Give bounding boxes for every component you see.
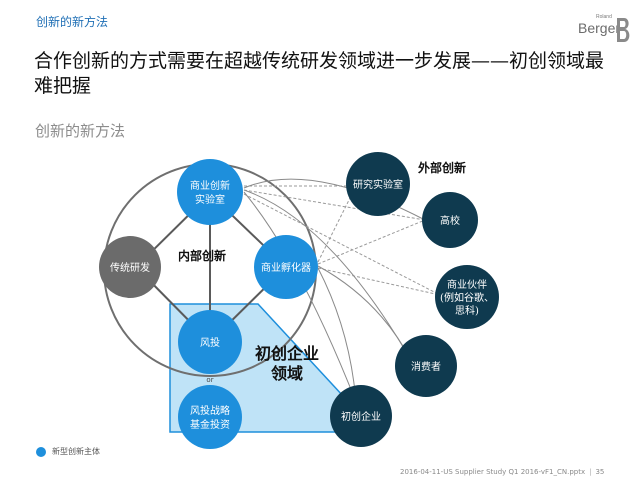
node-university-label: 高校	[440, 214, 460, 227]
node-biz-lab-label-1: 商业创新	[190, 179, 230, 192]
internal-innovation-label: 内部创新	[178, 248, 226, 263]
external-innovation-label: 外部创新	[418, 160, 466, 175]
node-consumers-label: 消费者	[411, 360, 441, 373]
node-incubator-label: 商业孵化器	[261, 261, 311, 274]
footer-separator: |	[589, 468, 592, 476]
node-cvc	[178, 385, 242, 449]
logo-top-text: Roland	[596, 14, 612, 20]
page-title: 合作创新的方式需要在超越传统研发领域进一步发展——初创领域最难把握	[34, 50, 605, 97]
node-research-lab	[346, 152, 410, 216]
footer-file: 2016-04-11-US Supplier Study Q1 2016-vF1…	[400, 468, 586, 476]
node-vc-label: 风投	[200, 336, 220, 349]
legend-dot-icon	[36, 446, 46, 457]
logo-word: Berger	[578, 20, 621, 36]
node-trad-rd	[99, 236, 161, 298]
startup-area-label-2: 领域	[271, 364, 303, 383]
node-partners-label-3: 思科)	[455, 304, 479, 317]
footer: 2016-04-11-US Supplier Study Q1 2016-vF1…	[400, 468, 604, 476]
legend: 新型创新主体	[36, 446, 100, 457]
node-biz-lab-label-2: 实验室	[195, 193, 225, 206]
node-startups-label: 初创企业	[341, 410, 381, 423]
node-cvc-label-1: 风投战略	[190, 404, 230, 417]
page-subtitle: 创新的新方法	[35, 122, 126, 140]
node-incubator	[254, 235, 318, 299]
node-partners	[435, 265, 499, 329]
legend-text: 新型创新主体	[52, 447, 100, 456]
logo-mark-icon	[617, 18, 630, 42]
node-consumers	[395, 335, 457, 397]
node-university	[422, 192, 478, 248]
node-research-lab-label: 研究实验室	[353, 178, 403, 191]
node-vc	[178, 310, 242, 374]
node-partners-label-2: (例如谷歌、	[440, 291, 494, 304]
startup-area-label-1: 初创企业	[255, 344, 319, 363]
node-biz-lab	[177, 159, 243, 225]
node-startups	[330, 385, 392, 447]
node-trad-rd-label: 传统研发	[110, 261, 150, 274]
node-cvc-label-2: 基金投资	[190, 418, 230, 431]
breadcrumb: 创新的新方法	[36, 15, 109, 29]
or-label: or	[206, 376, 213, 384]
external-curved-links	[243, 178, 426, 403]
roland-berger-logo: Roland Berger	[568, 14, 634, 44]
footer-page: 35	[595, 468, 605, 476]
node-partners-label-1: 商业伙伴	[447, 278, 487, 291]
